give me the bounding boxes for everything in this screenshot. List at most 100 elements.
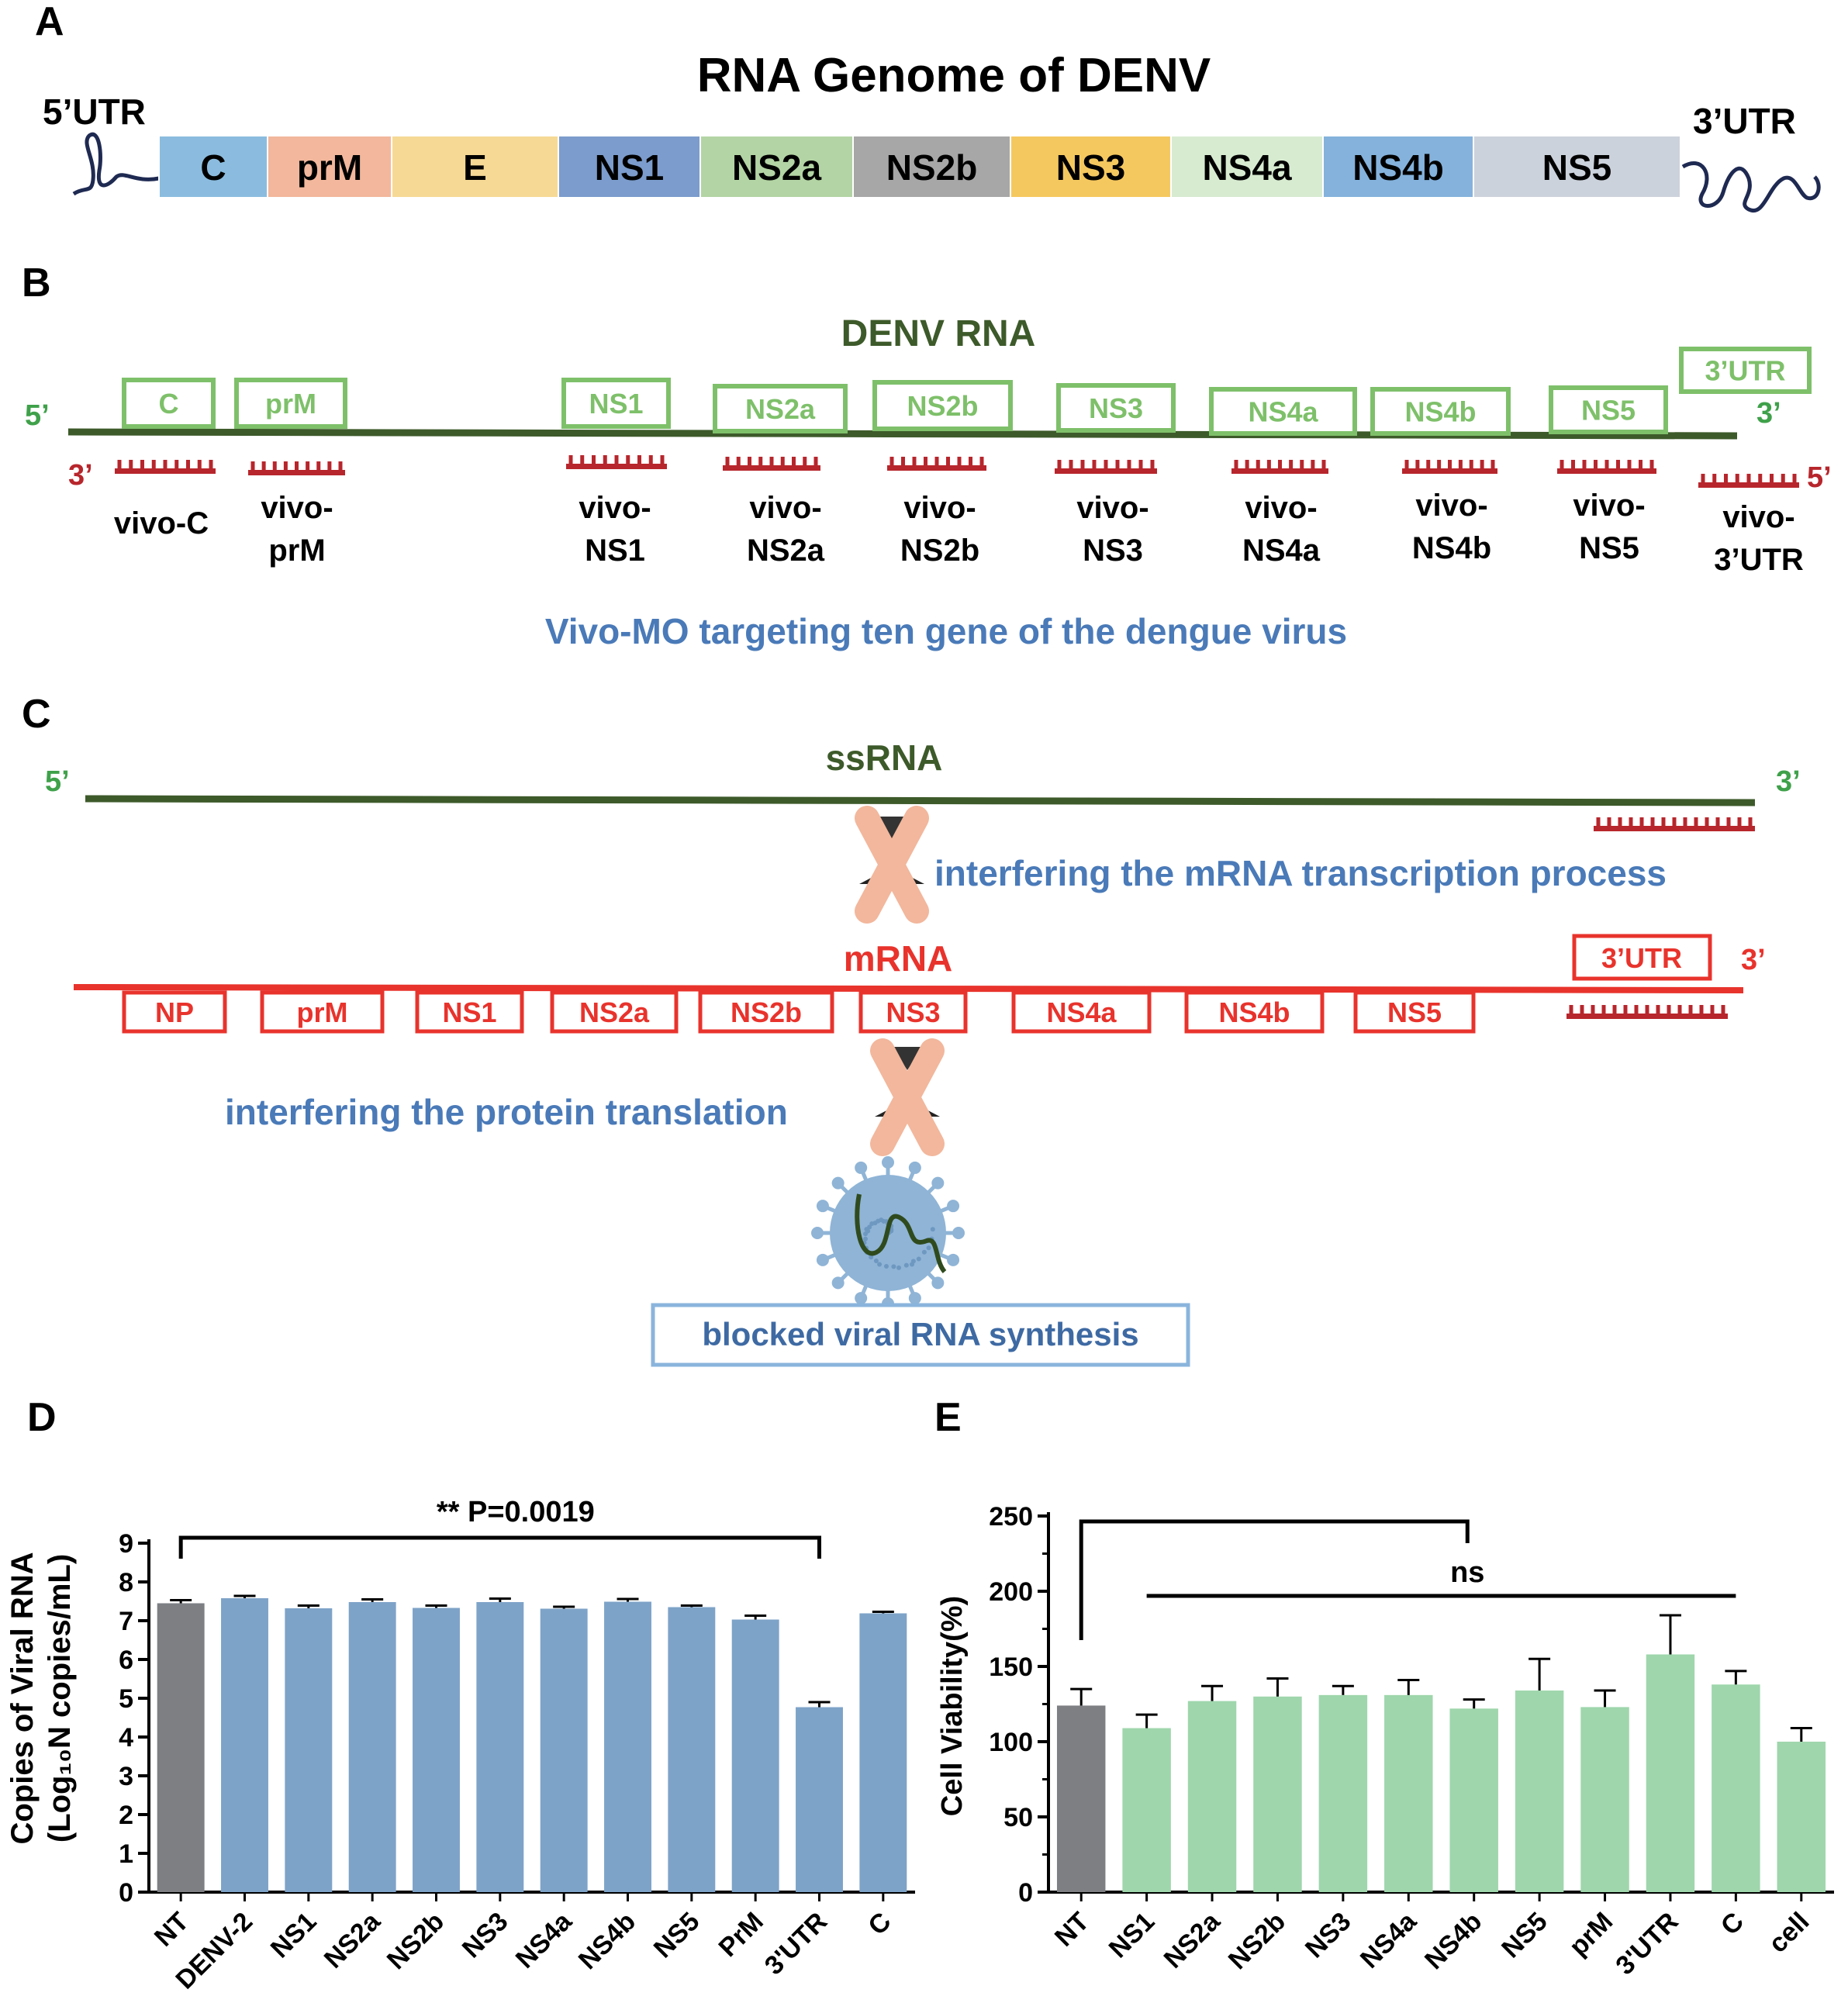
- bar: [1384, 1694, 1433, 1892]
- panel-a-label: A: [35, 0, 64, 44]
- blocked-text: blocked viral RNA synthesis: [702, 1316, 1138, 1352]
- b-gene-box: [1370, 387, 1511, 436]
- y-tick-label: 6: [119, 1646, 133, 1675]
- panel-e-label: E: [934, 1395, 962, 1440]
- bar: [859, 1613, 907, 1892]
- b-vivo-label: vivo-: [749, 491, 821, 525]
- c-gene-box: [1011, 990, 1152, 1034]
- c-gene-label: NP: [155, 996, 194, 1028]
- y-tick-label: 200: [989, 1577, 1033, 1607]
- virus-spike-tip: [816, 1200, 829, 1213]
- b-gene-box: [122, 378, 216, 429]
- b-end3: 3’: [1756, 397, 1781, 430]
- c-gene-box: [1353, 990, 1476, 1034]
- y-tick-label: 0: [1018, 1878, 1033, 1908]
- virus-spike-tip: [855, 1161, 868, 1174]
- b-gene-label: NS1: [589, 388, 643, 420]
- significance-bracket: [178, 1535, 821, 1559]
- b-gene-label: 3’UTR: [1705, 355, 1785, 387]
- b-vivo-label: vivo-: [1722, 500, 1794, 534]
- x-tick-label: NS5: [1496, 1907, 1553, 1964]
- y-axis-label-units: (Log₁₀N copies/mL): [43, 1554, 77, 1842]
- x-tick-label: NS4b: [573, 1907, 641, 1975]
- b-vivo-label: vivo-: [579, 491, 651, 525]
- b-gene-box: [1549, 385, 1668, 434]
- virus-spike-tip: [947, 1253, 960, 1266]
- bar: [1646, 1654, 1695, 1892]
- y-axis-label: Copies of Viral RNA: [5, 1552, 40, 1844]
- interfere-translation-text: interfering the protein translation: [225, 1092, 788, 1132]
- genome-segment-ns4a: [1170, 135, 1324, 199]
- significance-bracket: [1079, 1519, 1470, 1640]
- x-tick-label: NS5: [648, 1907, 706, 1964]
- b-gene-label: NS5: [1581, 395, 1636, 427]
- x-tick-label: NS4a: [1355, 1906, 1423, 1974]
- b-vivo-label: vivo-: [1415, 489, 1487, 523]
- virus-dot: [877, 1262, 883, 1267]
- b-vivo-mo-comb: [1055, 460, 1157, 474]
- b-vivo-label: vivo-C: [114, 506, 209, 540]
- b-vivo-label: NS2a: [747, 534, 825, 568]
- bar: [1712, 1684, 1760, 1892]
- virus-dot: [903, 1262, 909, 1268]
- b-vivo-label: NS3: [1083, 534, 1143, 568]
- c-utr-box-label: 3’UTR: [1601, 942, 1682, 974]
- genome-segment-label: prM: [297, 147, 362, 188]
- bar: [285, 1608, 333, 1892]
- x-tick-label: cell: [1763, 1907, 1815, 1959]
- c-utr-box: [1572, 934, 1712, 981]
- virus-spike-tip: [855, 1292, 868, 1305]
- c-gene-label: NS1: [442, 996, 496, 1028]
- virus-spike-tip: [952, 1227, 965, 1239]
- c-end5: 5’: [45, 765, 70, 798]
- bar: [1777, 1742, 1826, 1892]
- b-vivo-mo-comb: [248, 461, 345, 475]
- b-gene-label: NS2a: [745, 393, 816, 425]
- c-end3: 3’: [1776, 765, 1801, 798]
- virus-spike-tip: [882, 1156, 894, 1169]
- b-anti3: 3’: [68, 459, 93, 492]
- x-tick-label: C: [862, 1907, 896, 1941]
- y-tick-label: 150: [989, 1652, 1033, 1682]
- genome-segment-c: [158, 135, 268, 199]
- y-tick-label: 100: [989, 1728, 1033, 1757]
- virus-dot: [891, 1264, 896, 1269]
- c-gene-label: NS4a: [1046, 996, 1117, 1028]
- mrna-title: mRNA: [844, 938, 953, 979]
- b-gene-box: [1056, 383, 1176, 433]
- y-tick-label: 7: [119, 1607, 133, 1636]
- virus-dot: [930, 1227, 935, 1232]
- x-tick-label: NS2b: [1223, 1907, 1291, 1975]
- genome-segment-ns4b: [1322, 135, 1474, 199]
- bar: [348, 1602, 396, 1892]
- virus-dot: [883, 1263, 889, 1269]
- c-vivo-mo-comb-bottom: [1566, 1005, 1728, 1019]
- b-vivo-label: 3’UTR: [1714, 543, 1804, 577]
- utr5-label: 5’UTR: [43, 92, 146, 132]
- utr3-label: 3’UTR: [1693, 101, 1796, 141]
- panel-c: C ssRNA 5’ 3’ interfering the mRNA trans…: [22, 692, 1801, 1367]
- b-vivo-label: vivo-: [261, 491, 333, 525]
- b-gene-box: [234, 378, 347, 429]
- b-vivo-mo-comb: [1231, 460, 1328, 474]
- b-gene-label: NS4b: [1404, 396, 1476, 428]
- bar: [1449, 1708, 1498, 1892]
- genome-segment-label: NS1: [595, 147, 664, 188]
- bar: [1318, 1694, 1368, 1892]
- virus-spike-tip: [831, 1276, 845, 1290]
- b-gene-box: [561, 378, 671, 429]
- x-tick-label: 3'UTR: [759, 1907, 833, 1981]
- genome-segment-prm: [267, 135, 392, 199]
- b-gene-label: NS3: [1089, 392, 1143, 424]
- utr3-squiggle: [1681, 161, 1821, 213]
- virus-spike-tip: [931, 1276, 945, 1290]
- b-gene-label: C: [159, 388, 179, 420]
- x-tick-label: 3'UTR: [1610, 1907, 1684, 1981]
- x-tick-label: NS1: [1104, 1907, 1161, 1964]
- virus-spike-tip: [908, 1292, 921, 1305]
